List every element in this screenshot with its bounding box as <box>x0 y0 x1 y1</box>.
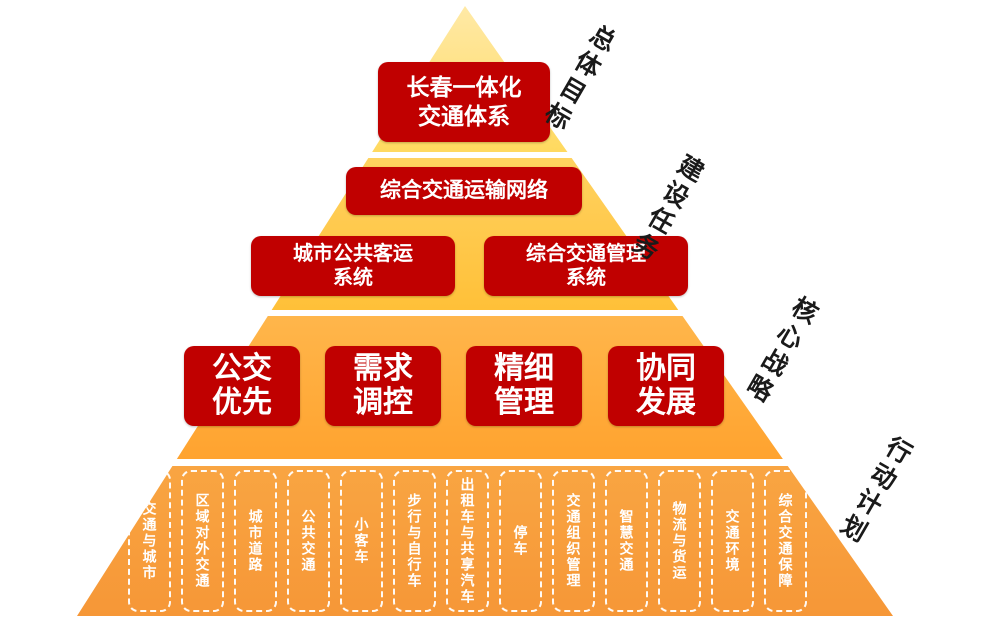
traffic-management-line1: 综合交通管理 <box>526 243 646 265</box>
strategy-box-demand-regulation: 需求 调控 <box>325 346 441 426</box>
action-item-traffic-organization: 交通组织管理 <box>552 470 595 612</box>
action-item-urban-roads: 城市道路 <box>234 470 277 612</box>
action-item-transport-support: 综合交通保障 <box>764 470 807 612</box>
action-item-logistics-freight: 物流与货运 <box>658 470 701 612</box>
goal-box-line1: 长春一体化 <box>406 74 522 101</box>
strategy-box-fine-management: 精细 管理 <box>466 346 582 426</box>
action-item-passenger-cars: 小客车 <box>340 470 383 612</box>
action-item-city: 交通与城市 <box>128 470 171 612</box>
goal-box-line2: 交通体系 <box>418 103 510 129</box>
action-item-smart-transport: 智慧交通 <box>605 470 648 612</box>
action-item-taxi-carsharing: 出租车与共享汽车 <box>446 470 489 612</box>
action-item-traffic-environment: 交通环境 <box>711 470 754 612</box>
strategy-box-transit-priority: 公交 优先 <box>184 346 300 426</box>
side-label-action-plan: 行动计划 <box>831 431 917 549</box>
public-passenger-line2: 系统 <box>333 267 373 289</box>
action-item-parking: 停车 <box>499 470 542 612</box>
transport-network-box: 综合交通运输网络 <box>346 167 582 215</box>
goal-box: 长春一体化 交通体系 <box>378 62 550 142</box>
action-item-public-transit: 公共交通 <box>287 470 330 612</box>
strategy-box-coordinated-development: 协同 发展 <box>608 346 724 426</box>
strategy-line: 协同 <box>636 351 696 385</box>
transport-network-label: 综合交通运输网络 <box>380 178 548 202</box>
strategy-line: 精细 <box>494 351 554 385</box>
public-passenger-system-box: 城市公共客运 系统 <box>251 236 455 296</box>
tier4-band <box>77 466 893 616</box>
strategy-line: 调控 <box>353 386 413 419</box>
action-items: 交通与城市 区域对外交通 城市道路 公共交通 小客车 步行与自行车 出租车与共享… <box>128 470 807 612</box>
public-passenger-line1: 城市公共客运 <box>293 243 413 265</box>
traffic-management-system-box: 综合交通管理 系统 <box>484 236 688 296</box>
action-item-regional-external: 区域对外交通 <box>181 470 224 612</box>
strategy-line: 公交 <box>212 351 272 385</box>
strategy-line: 管理 <box>494 386 554 419</box>
side-label-core-strategies: 核心战略 <box>737 291 823 409</box>
strategy-line: 优先 <box>212 386 272 419</box>
action-item-walking-cycling: 步行与自行车 <box>393 470 436 612</box>
traffic-management-line2: 系统 <box>566 267 606 289</box>
strategy-line: 需求 <box>353 351 413 385</box>
strategy-line: 发展 <box>636 386 696 419</box>
